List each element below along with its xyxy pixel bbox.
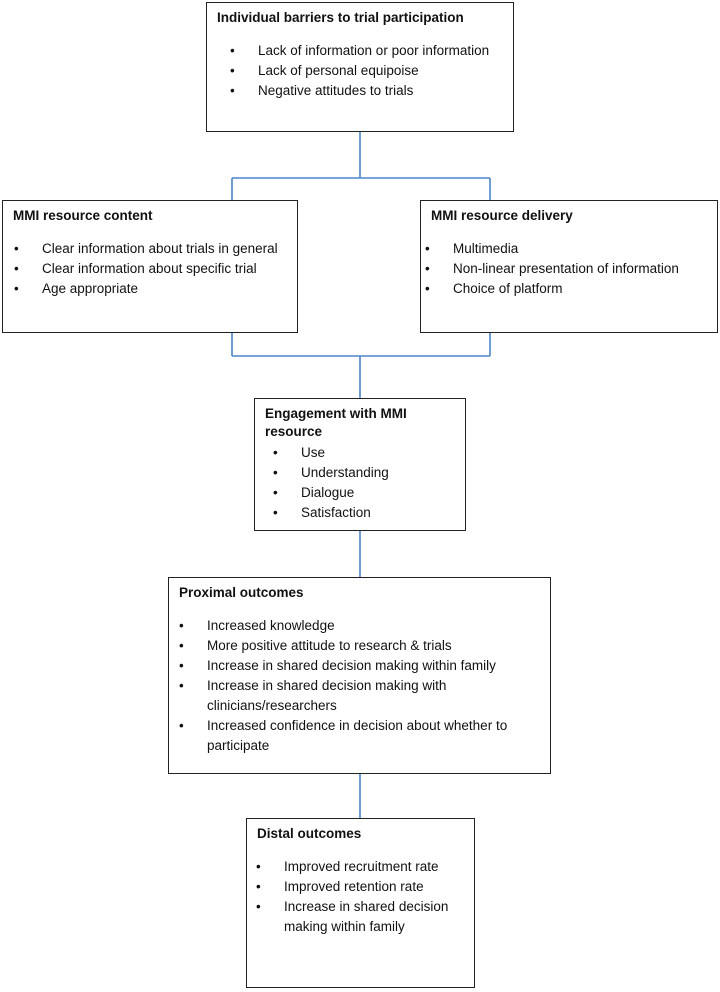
content-box: MMI resource content Clear information a…	[2, 200, 298, 333]
list-item: Clear information about trials in genera…	[14, 239, 287, 259]
engagement-list: Use Understanding Dialogue Satisfaction	[273, 443, 455, 523]
proximal-title: Proximal outcomes	[179, 585, 304, 600]
list-item: Non-linear presentation of information	[425, 259, 707, 279]
list-item: Understanding	[273, 463, 455, 483]
distal-box: Distal outcomes Improved recruitment rat…	[246, 818, 475, 988]
distal-title: Distal outcomes	[257, 826, 362, 841]
delivery-box: MMI resource delivery Multimedia Non-lin…	[420, 200, 718, 333]
barriers-box: Individual barriers to trial participati…	[206, 2, 514, 132]
list-item: More positive attitude to research & tri…	[179, 636, 540, 656]
engagement-title: Engagement with MMI resource	[265, 406, 407, 439]
proximal-box: Proximal outcomes Increased knowledge Mo…	[168, 577, 551, 774]
list-item: Increase in shared decision making withi…	[179, 656, 540, 676]
engagement-box: Engagement with MMI resource Use Underst…	[254, 398, 466, 531]
list-item: Use	[273, 443, 455, 463]
delivery-title: MMI resource delivery	[431, 208, 573, 223]
barriers-list: Lack of information or poor information …	[230, 41, 503, 101]
delivery-list: Multimedia Non-linear presentation of in…	[425, 239, 707, 299]
barriers-title: Individual barriers to trial participati…	[217, 10, 464, 25]
list-item: Increase in shared decision making with …	[179, 676, 540, 716]
content-list: Clear information about trials in genera…	[14, 239, 287, 299]
list-item: Satisfaction	[273, 503, 455, 523]
list-item: Lack of personal equipoise	[230, 61, 503, 81]
distal-list: Improved recruitment rate Improved reten…	[256, 857, 464, 937]
list-item: Clear information about specific trial	[14, 259, 287, 279]
content-title: MMI resource content	[13, 208, 153, 223]
list-item: Negative attitudes to trials	[230, 81, 503, 101]
list-item: Increased confidence in decision about w…	[179, 716, 540, 756]
list-item: Age appropriate	[14, 279, 287, 299]
list-item: Dialogue	[273, 483, 455, 503]
list-item: Improved retention rate	[256, 877, 464, 897]
list-item: Multimedia	[425, 239, 707, 259]
list-item: Improved recruitment rate	[256, 857, 464, 877]
proximal-list: Increased knowledge More positive attitu…	[179, 616, 540, 756]
list-item: Lack of information or poor information	[230, 41, 503, 61]
list-item: Choice of platform	[425, 279, 707, 299]
list-item: Increased knowledge	[179, 616, 540, 636]
list-item: Increase in shared decision making withi…	[256, 897, 464, 937]
